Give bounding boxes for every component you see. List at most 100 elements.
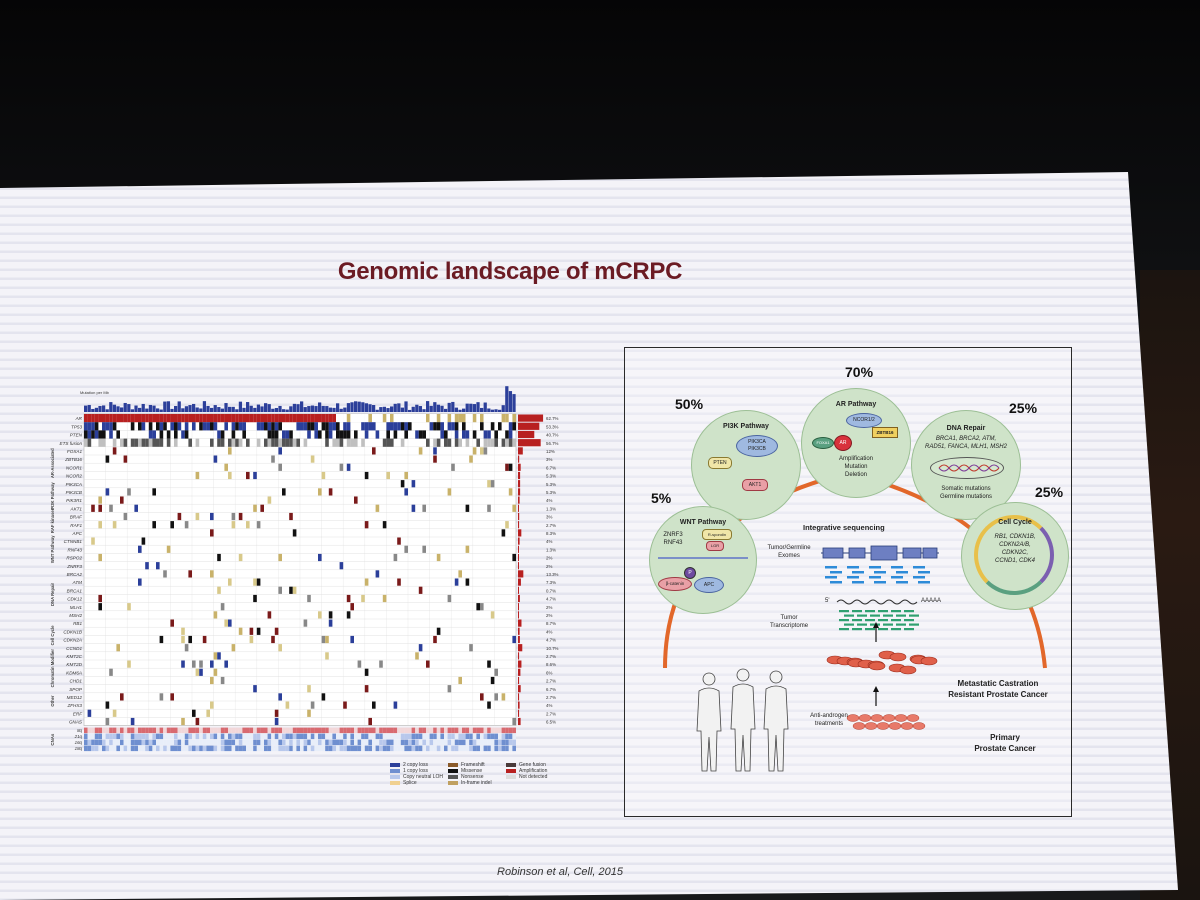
percent-label: 2.7% [546,679,556,684]
foxa1-node: FOXA1 [812,437,834,449]
percent-label: 2% [546,613,552,618]
mutation-bar [440,405,444,412]
mutation-bar [170,408,174,412]
akt1-node: AKT1 [742,479,768,491]
dna-genes-1: BRCA1, BRCA2, ATM, [935,436,997,442]
mutation-bar [433,402,437,412]
mutation-bar [123,402,127,412]
mutation-bar [390,406,394,412]
frequency-bar [518,668,521,676]
frequency-bar [518,586,519,594]
percent-label: 5.3% [546,490,556,495]
ar-desc-1: Amplification [838,456,873,462]
mutation-bar [411,406,415,412]
anti-androgen-label-2: treatments [814,721,844,727]
gene-label: CDK12 [67,597,82,602]
frequency-bar [518,619,522,627]
mutation-bar [264,403,268,412]
legend-item: Splice [390,780,417,786]
mutation-bar [91,408,95,412]
cna-label: 18q [75,746,83,751]
mutation-bar [220,408,225,412]
percent-label: 12% [546,449,555,454]
exomes-label-1: Tumor/Germline [767,545,811,551]
mutation-bar [202,401,207,412]
mutation-bar [346,403,351,412]
mutation-bar [296,404,300,412]
pik3ca-label: PIK3CA [748,439,766,445]
gene-label: KDM6A [66,670,82,675]
mutation-bar [166,401,171,412]
mutation-bar [134,405,138,412]
rspondin-node: R-spondin [702,529,732,540]
frequency-bar [518,652,520,660]
beta-catenin-node: β-catenin [658,577,692,591]
frequency-bar [518,512,520,521]
arrow-head-1 [873,622,879,628]
legend-item: Frameshift [448,762,485,768]
mutation-bar [382,406,387,412]
ar-node: AR [834,435,852,451]
mutation-bar [138,407,142,412]
mutation-bar [339,408,343,412]
znrf3-label: ZNRF3 [663,532,683,538]
mutation-bar [483,402,487,412]
frequency-bar [518,562,519,570]
percent-label: 7.3% [546,580,556,585]
mutation-bar [282,409,286,412]
mutation-bar [418,406,423,412]
mutation-bar [213,405,217,412]
mutation-bar [332,407,336,412]
frequency-bar [518,578,521,586]
mutation-bar [84,405,88,412]
mutation-bar [271,408,275,412]
dna-repair-circle: DNA Repair BRCA1, BRCA2, ATM, RAD51, FAN… [911,410,1021,520]
percent-label: 6.7% [546,687,556,692]
mutation-bar [350,402,354,412]
percent-label: 8.3% [546,531,556,536]
percent-wnt: 5% [651,490,672,506]
percent-ar: 70% [845,364,874,380]
mutation-bar [393,403,397,412]
gene-label: FOXA1 [67,449,83,454]
mutation-bar [102,405,106,412]
ar-title: AR Pathway [835,401,877,408]
frequency-bar [518,439,541,447]
mutation-bar [336,403,340,412]
slide-title: Genomic landscape of mCRPC [337,258,683,285]
percent-label: 6% [546,670,552,675]
mutation-bar [94,407,99,412]
oncoprint-grid [83,413,517,726]
frequency-bar [518,463,521,471]
gene-label: CDKN2A [63,638,82,643]
mutation-bar [231,406,235,412]
frequency-bar [518,676,520,685]
mutation-bar [469,403,473,412]
frequency-bar [518,422,540,430]
frequency-bar [518,570,524,578]
group-label: Other [50,695,55,707]
mutation-bar [285,409,289,412]
percent-label: 1.3% [546,506,556,511]
integrative-label: Integrative sequencing [803,523,885,532]
mutation-bar [105,409,109,412]
mutation-bar [206,405,210,412]
frequency-bar [518,660,522,668]
mutation-bar [397,403,401,412]
frequency-bar [518,603,519,611]
projected-slide: Genomic landscape of mCRPC Mutation per … [0,172,1178,900]
percent-label: 53.3% [546,424,559,429]
gene-label: SPOP [69,687,83,692]
frequency-bar [518,430,535,439]
mutation-bar [422,409,426,412]
primary-label-1: Primary [990,733,1020,742]
frequency-bar [518,496,520,504]
group-label: PI3K Pathway [50,482,55,510]
mutation-bar [109,402,113,412]
percent-label: 8.6% [546,662,556,667]
frequency-bar [518,455,520,463]
five-prime-label: 5' [825,598,830,604]
legend-item: Nonsense [448,774,484,780]
